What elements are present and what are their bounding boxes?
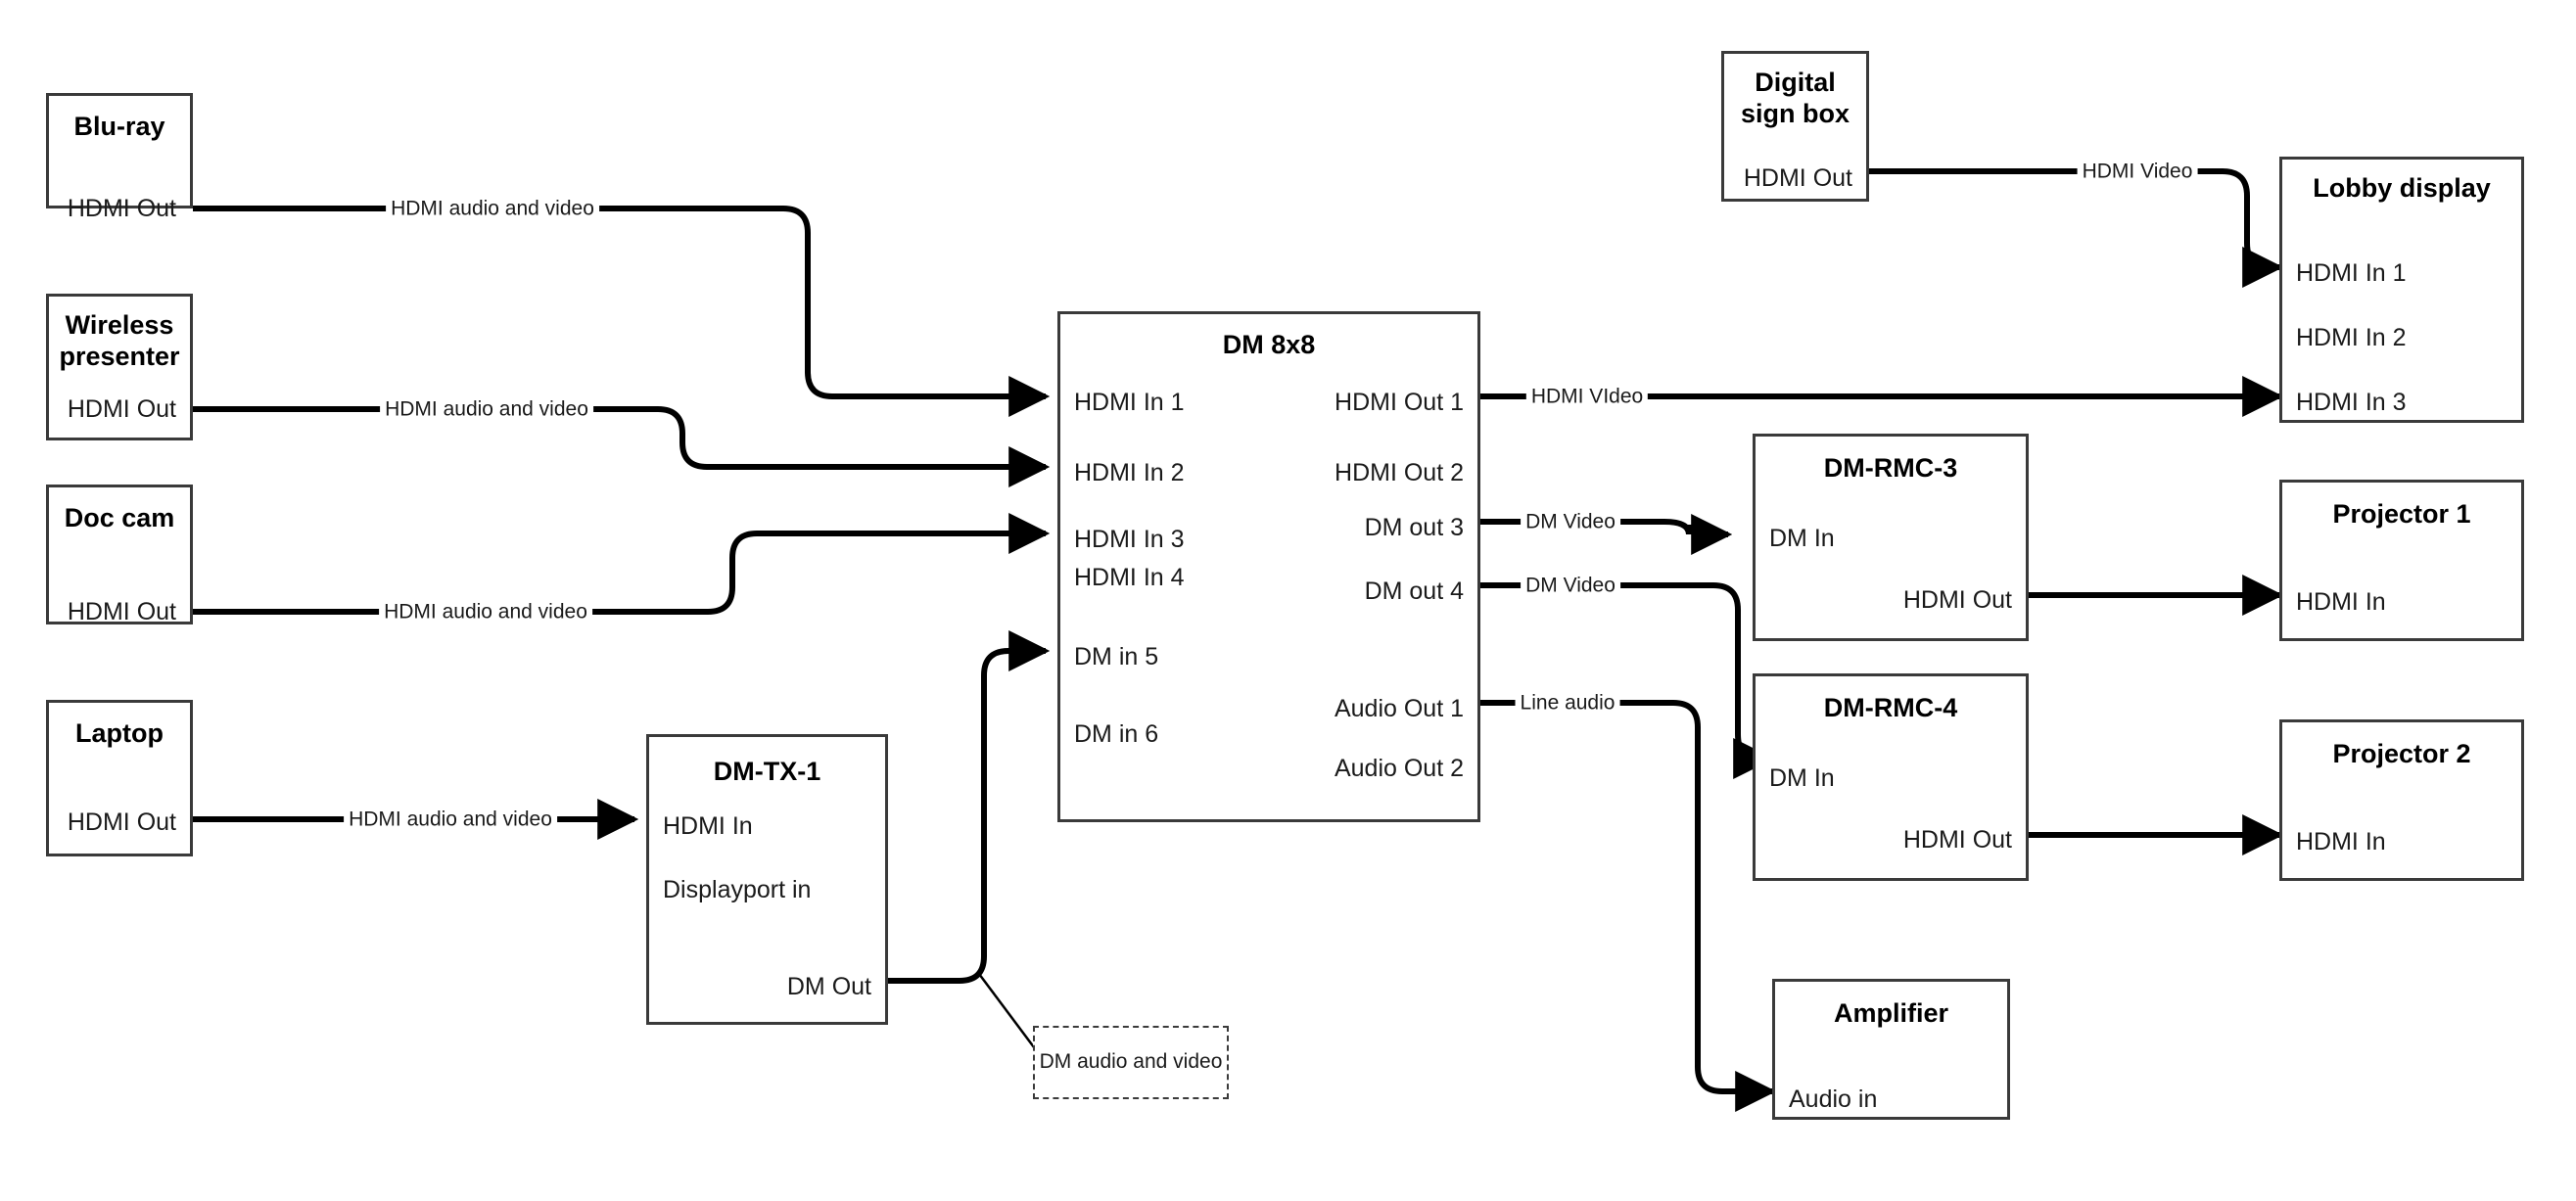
node-lobby-display-port-hdmi-in-3: HDMI In 3 [2296,389,2407,416]
node-dm-rmc-3-port-dm-in: DM In [1769,525,1835,552]
node-digital-sign-box-port-hdmi-out: HDMI Out [1743,164,1852,192]
wire-sign-to-lobby [1869,168,2284,288]
wire-doccam-to-dm8x8 [193,513,1051,615]
node-dm-rmc-3-title: DM-RMC-3 [1823,453,1958,483]
node-dm-tx-1-port-displayport-in: Displayport in [663,876,812,903]
node-dm-8x8-port-dm-out-3: DM out 3 [1364,514,1464,541]
node-lobby-display-title: Lobby display [2313,173,2491,203]
node-dm-8x8-port-hdmi-out-2: HDMI Out 2 [1335,459,1464,486]
node-dm-8x8-port-hdmi-in-3: HDMI In 3 [1074,526,1185,553]
node-dm-rmc-3[interactable]: DM-RMC-3 DM In HDMI Out [1753,434,2029,641]
node-dm-8x8-port-hdmi-in-1: HDMI In 1 [1074,389,1185,416]
node-dm-tx-1[interactable]: DM-TX-1 HDMI In Displayport in DM Out [646,734,888,1025]
edge-label-hdmiout1-to-lobby: HDMI VIdeo [1525,386,1649,407]
callout-dm-audio-and-video: DM audio and video [1033,1026,1229,1099]
wire-audioout1-to-amplifier [1480,700,1777,1112]
node-dm-tx-1-port-dm-out: DM Out [786,973,871,1000]
callout-leader-line [977,973,1042,1056]
node-amplifier-title: Amplifier [1833,998,1949,1028]
node-projector-1-title: Projector 1 [2332,499,2471,529]
edge-label-audioout1-to-amplifier: Line audio [1515,692,1620,714]
node-dm-rmc-4[interactable]: DM-RMC-4 DM In HDMI Out [1753,673,2029,881]
edge-label-doccam-to-dm8x8: HDMI audio and video [379,601,592,623]
node-lobby-display[interactable]: Lobby display HDMI In 1 HDMI In 2 HDMI I… [2279,157,2524,423]
node-lobby-display-port-hdmi-in-2: HDMI In 2 [2296,324,2407,351]
wire-dmtx1-to-dm8x8 [888,630,1051,984]
edge-label-sign-to-lobby: HDMI Video [2077,161,2198,182]
node-laptop-port-hdmi-out: HDMI Out [67,808,176,836]
node-digital-sign-box-title: Digital sign box [1740,68,1850,128]
edge-label-dmout3-to-rmc3: DM Video [1521,511,1620,532]
node-bluray[interactable]: Blu-ray HDMI Out [46,93,193,221]
node-doc-cam-port-hdmi-out: HDMI Out [67,598,176,625]
node-lobby-display-port-hdmi-in-1: HDMI In 1 [2296,259,2407,287]
node-dm-8x8-port-dm-out-4: DM out 4 [1364,577,1464,605]
node-amplifier-port-audio-in: Audio in [1789,1086,1878,1113]
wire-wireless-to-dm8x8 [193,406,1051,487]
wire-bluray-to-dm8x8 [193,206,1051,417]
node-projector-1[interactable]: Projector 1 HDMI In [2279,480,2524,641]
node-doc-cam[interactable]: Doc cam HDMI Out [46,485,193,624]
node-wireless-presenter[interactable]: Wireless presenter HDMI Out [46,294,193,440]
edge-label-bluray-to-dm8x8: HDMI audio and video [386,198,599,219]
node-digital-sign-box[interactable]: Digital sign box HDMI Out [1721,51,1869,202]
node-dm-8x8-port-hdmi-in-2: HDMI In 2 [1074,459,1185,486]
wire-dmout4-to-rmc4 [1480,582,1775,779]
edge-label-dmout4-to-rmc4: DM Video [1521,575,1620,596]
node-dm-tx-1-title: DM-TX-1 [713,757,821,786]
node-amplifier[interactable]: Amplifier Audio in [1772,979,2010,1120]
node-laptop[interactable]: Laptop HDMI Out [46,700,193,856]
node-bluray-title: Blu-ray [73,112,165,141]
node-dm-8x8-port-audio-out-1: Audio Out 1 [1334,695,1464,722]
node-dm-rmc-4-port-hdmi-out: HDMI Out [1902,826,2012,854]
node-dm-8x8-port-audio-out-2: Audio Out 2 [1334,755,1464,782]
node-wireless-presenter-port-hdmi-out: HDMI Out [67,395,176,423]
node-bluray-port-hdmi-out: HDMI Out [67,195,176,222]
node-dm-8x8-title: DM 8x8 [1222,330,1316,359]
node-projector-2[interactable]: Projector 2 HDMI In [2279,719,2524,881]
edge-label-wireless-to-dm8x8: HDMI audio and video [380,398,593,420]
node-doc-cam-title: Doc cam [64,503,175,532]
node-wireless-presenter-title: Wireless presenter [59,310,180,371]
node-dm-8x8-port-dm-in-6: DM in 6 [1074,720,1159,748]
node-projector-2-port-hdmi-in: HDMI In [2296,828,2386,855]
node-dm-8x8[interactable]: DM 8x8 HDMI In 1 HDMI In 2 HDMI In 3 HDM… [1057,311,1480,822]
node-projector-1-port-hdmi-in: HDMI In [2296,588,2386,616]
node-dm-rmc-3-port-hdmi-out: HDMI Out [1902,586,2012,614]
node-dm-8x8-port-hdmi-out-1: HDMI Out 1 [1335,389,1464,416]
node-dm-rmc-4-title: DM-RMC-4 [1823,693,1958,722]
node-dm-tx-1-port-hdmi-in: HDMI In [663,812,753,840]
node-dm-rmc-4-port-dm-in: DM In [1769,764,1835,792]
node-laptop-title: Laptop [75,718,164,748]
node-projector-2-title: Projector 2 [2332,739,2471,768]
node-dm-8x8-port-hdmi-in-4: HDMI In 4 [1074,564,1185,591]
edge-label-laptop-to-dmtx1: HDMI audio and video [344,808,557,830]
node-dm-8x8-port-dm-in-5: DM in 5 [1074,643,1159,670]
